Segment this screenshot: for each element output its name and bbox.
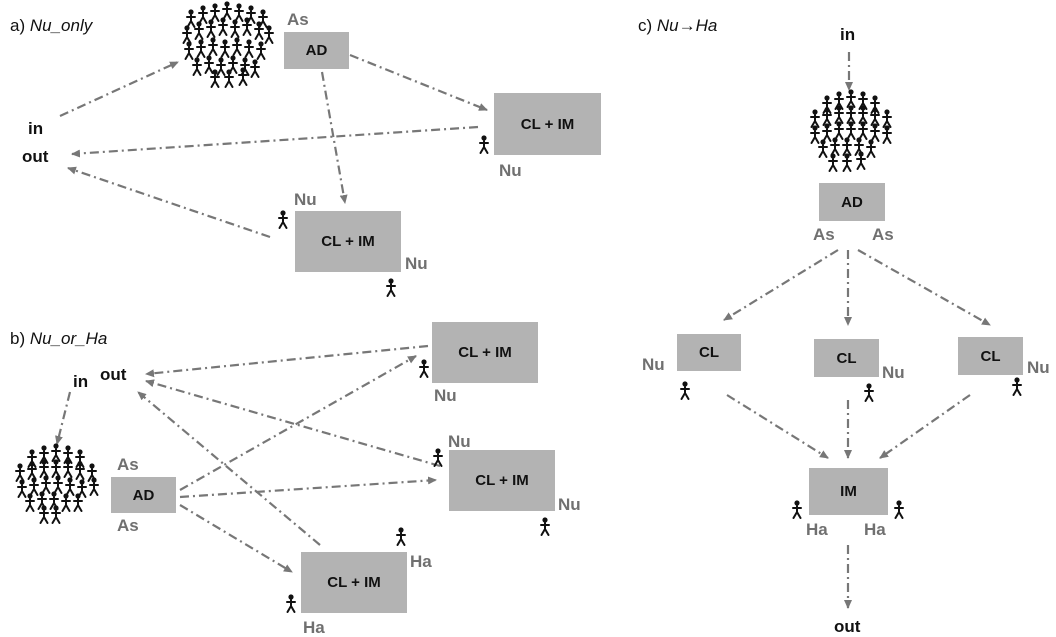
role-as-label: As [117, 516, 139, 535]
ad-box: AD [819, 183, 885, 221]
role-nu-label: Nu [448, 432, 471, 451]
arrow-a-in-crowd [59, 60, 179, 118]
cl-box: CL [677, 334, 741, 371]
role-nu-label: Nu [642, 355, 665, 374]
crowd-icon [182, 0, 274, 88]
panel-a-prefix: a) [10, 16, 30, 35]
person-icon [864, 382, 874, 402]
arrow-b-clim2-out [145, 379, 441, 468]
arrow-b-ad-clim2 [179, 476, 437, 499]
person-icon [1012, 376, 1022, 396]
panel-b-name: Nu_or_Ha [29, 329, 108, 348]
role-as-label: As [117, 455, 139, 474]
role-nu-label: Nu [294, 190, 317, 209]
cl-im-box: CL + IM [449, 450, 555, 511]
role-nu-label: Nu [558, 495, 581, 514]
role-as-label: As [813, 225, 835, 244]
panel-b-title: b) Nu_or_Ha [10, 330, 107, 347]
panel-c-prefix: c) [638, 16, 657, 35]
cl-box: CL [958, 337, 1023, 375]
panel-c-name: Nu→Ha [656, 16, 718, 35]
panel-b-prefix: b) [10, 329, 30, 348]
role-nu-label: Nu [434, 386, 457, 405]
role-ha-label: Ha [806, 520, 828, 539]
arrow-c-as-cl-left [723, 249, 839, 321]
arrow-a-clim-bottom-out [67, 166, 271, 239]
im-box: IM [809, 468, 888, 515]
arrow-b-ad-clim1 [179, 355, 417, 491]
crowd-icon [15, 442, 99, 524]
arrow-b-ad-clim3 [179, 504, 293, 573]
role-nu-label: Nu [405, 254, 428, 273]
person-icon [396, 526, 406, 546]
arrow-b-clim3-out [137, 391, 321, 546]
person-icon [680, 380, 690, 400]
role-as-label: As [872, 225, 894, 244]
in-label: in [73, 372, 89, 391]
in-label: in [28, 119, 44, 138]
panel-a-title: a) Nu_only [10, 17, 92, 34]
cl-im-box: CL + IM [301, 552, 407, 613]
out-label: out [834, 617, 861, 636]
role-ha-label: Ha [864, 520, 886, 539]
out-label: out [100, 365, 127, 384]
cl-im-box: CL + IM [432, 322, 538, 383]
person-icon [286, 593, 296, 613]
person-icon [278, 209, 288, 229]
person-icon [540, 516, 550, 536]
panel-c-title: c) Nu→Ha [638, 17, 717, 34]
arrow-a-ad-clim-right [349, 53, 488, 112]
role-ha-label: Ha [410, 552, 432, 571]
ad-box: AD [111, 477, 176, 513]
role-nu-label: Nu [882, 363, 905, 382]
person-icon [792, 499, 802, 519]
role-ha-label: Ha [303, 618, 325, 637]
ad-box: AD [284, 32, 349, 69]
arrow-c-cl-right-im [879, 394, 971, 459]
arrow-a-ad-clim-bottom [320, 71, 348, 204]
crowd-icon [810, 88, 892, 172]
role-nu-label: Nu [1027, 358, 1050, 377]
arrow-a-clim-right-out [71, 125, 479, 158]
arrow-c-cl-left-im [726, 394, 829, 459]
arrow-b-clim1-out [145, 344, 429, 378]
in-label: in [840, 25, 856, 44]
cl-box: CL [814, 339, 879, 377]
panel-a-name: Nu_only [29, 16, 93, 35]
person-icon [894, 499, 904, 519]
role-as-label: As [287, 10, 309, 29]
role-nu-label: Nu [499, 161, 522, 180]
arrow-c-as-cl-right [857, 249, 991, 326]
person-icon [419, 358, 429, 378]
person-icon [386, 277, 396, 297]
arrow-b-in-crowd [55, 391, 72, 445]
out-label: out [22, 147, 49, 166]
cl-im-box: CL + IM [494, 93, 601, 155]
person-icon [433, 447, 443, 467]
cl-im-box: CL + IM [295, 211, 401, 272]
person-icon [479, 134, 489, 154]
